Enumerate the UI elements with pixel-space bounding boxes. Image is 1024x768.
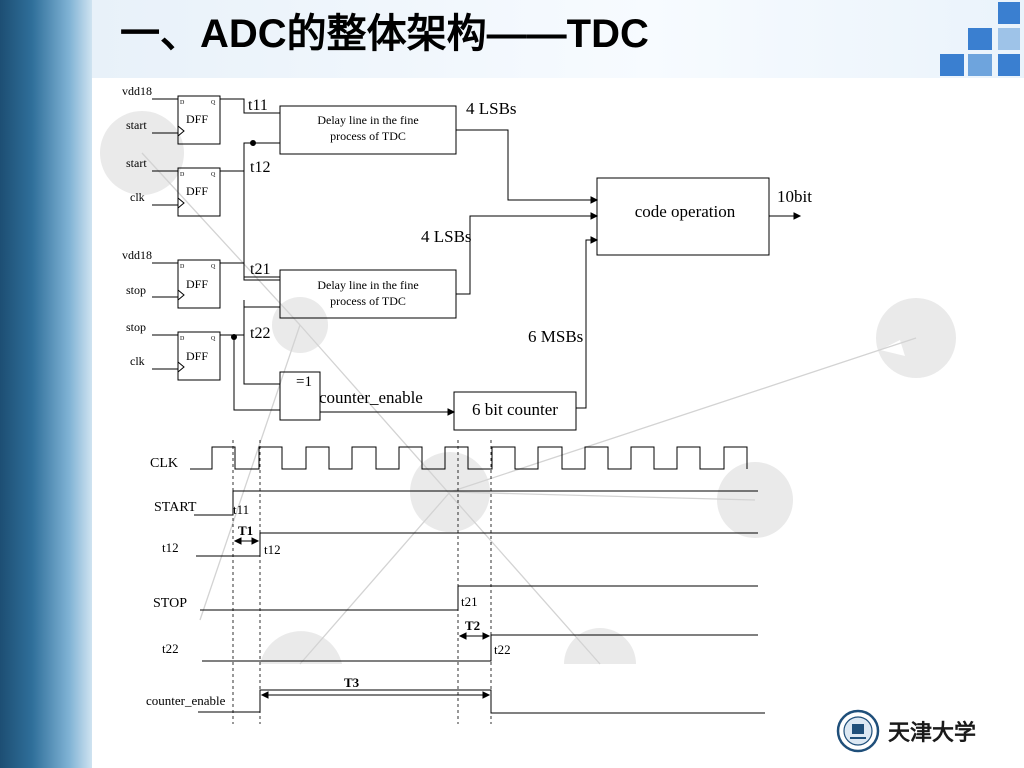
timing-guides	[232, 440, 492, 724]
dff1-pin-q: Q	[211, 100, 216, 106]
decor-square	[998, 28, 1020, 50]
signal-label-t22: t22	[162, 641, 179, 656]
dff-4	[177, 331, 221, 381]
dff4-pin-q: Q	[211, 336, 216, 342]
delay-line-1-text-1: process of TDC	[330, 129, 406, 143]
lsb-mid-label: 4 LSBs	[421, 227, 472, 246]
counter-enable-waveform	[198, 689, 765, 714]
dff3-input-0: vdd18	[122, 248, 152, 262]
decor-square	[998, 2, 1020, 24]
signal-label-clk: CLK	[150, 456, 178, 471]
dff2-input-0: start	[126, 156, 147, 170]
edge-label-t12: t12	[264, 542, 281, 557]
university-seal-icon: 天津大学	[836, 709, 976, 753]
dff-2	[177, 167, 221, 217]
dff2-pin-q: Q	[211, 172, 216, 178]
decor-square	[968, 28, 992, 50]
dff4-label: DFF	[186, 349, 208, 363]
dff3-pin-d: D	[180, 264, 185, 270]
counter-block	[453, 391, 577, 431]
dff2-input-1: clk	[130, 190, 145, 204]
dff1-pin-d: D	[180, 100, 185, 106]
lsb-top-label: 4 LSBs	[466, 99, 517, 118]
interval-label-t1: T1	[238, 523, 253, 538]
signal-label-start: START	[154, 500, 197, 515]
left-decorative-bar	[0, 0, 92, 768]
delay-line-2-text-1: process of TDC	[330, 294, 406, 308]
dff-3	[177, 259, 221, 309]
university-logo: 天津大学	[836, 708, 986, 754]
xor-gate	[279, 371, 321, 421]
signal-label-counter-enable: counter_enable	[146, 693, 226, 708]
dff-1	[177, 95, 221, 145]
junction-dot	[250, 140, 256, 146]
edge-label-t11: t11	[233, 502, 249, 517]
xor-gate-label: =1	[296, 374, 312, 390]
code-operation-label: code operation	[635, 202, 736, 221]
edge-label-t21: t21	[461, 594, 478, 609]
edge-label-t22: t22	[494, 642, 511, 657]
title-band	[92, 0, 1024, 78]
dff3-pin-q: Q	[211, 264, 216, 270]
counter-enable-label: counter_enable	[319, 388, 423, 407]
msbs-label: 6 MSBs	[528, 327, 583, 346]
dff2-label: DFF	[186, 184, 208, 198]
start-waveform	[194, 490, 758, 516]
dff3-input-1: stop	[126, 283, 146, 297]
signal-label-t12: t12	[162, 540, 179, 555]
dff4-pin-d: D	[180, 336, 185, 342]
dff4-input-0: stop	[126, 320, 146, 334]
junction-dot	[231, 334, 237, 340]
interval-label-t3: T3	[344, 675, 360, 690]
interval-arrows	[233, 537, 491, 699]
university-name: 天津大学	[888, 720, 976, 746]
delay-line-1-text-0: Delay line in the fine	[317, 113, 418, 127]
output-label: 10bit	[777, 187, 812, 206]
dff4-input-1: clk	[130, 354, 145, 368]
dff1-input-0: vdd18	[122, 84, 152, 98]
interval-label-t2: T2	[465, 618, 480, 633]
decor-square	[940, 54, 964, 76]
dff2-pin-d: D	[180, 172, 185, 178]
node-t21: t21	[250, 261, 270, 278]
node-t11: t11	[248, 97, 268, 114]
node-t22: t22	[250, 325, 270, 342]
clk-waveform	[190, 446, 748, 470]
signal-label-stop: STOP	[153, 596, 187, 611]
background-decoration	[100, 111, 956, 664]
background-lines	[141, 152, 917, 665]
t12-waveform	[196, 532, 758, 557]
timing-waveforms	[190, 446, 765, 714]
dff1-label: DFF	[186, 112, 208, 126]
schematic	[152, 95, 802, 431]
delay-line-2-text-0: Delay line in the fine	[317, 278, 418, 292]
decor-square	[968, 54, 992, 76]
decor-square	[998, 54, 1020, 76]
counter-label: 6 bit counter	[472, 400, 558, 419]
content-area	[92, 78, 1024, 768]
t22-waveform	[202, 634, 758, 662]
stop-waveform	[200, 585, 758, 611]
slide-title: 一、ADC的整体架构——TDC	[120, 12, 649, 56]
dff3-label: DFF	[186, 277, 208, 291]
node-t12: t12	[250, 159, 270, 176]
dff1-input-1: start	[126, 118, 147, 132]
